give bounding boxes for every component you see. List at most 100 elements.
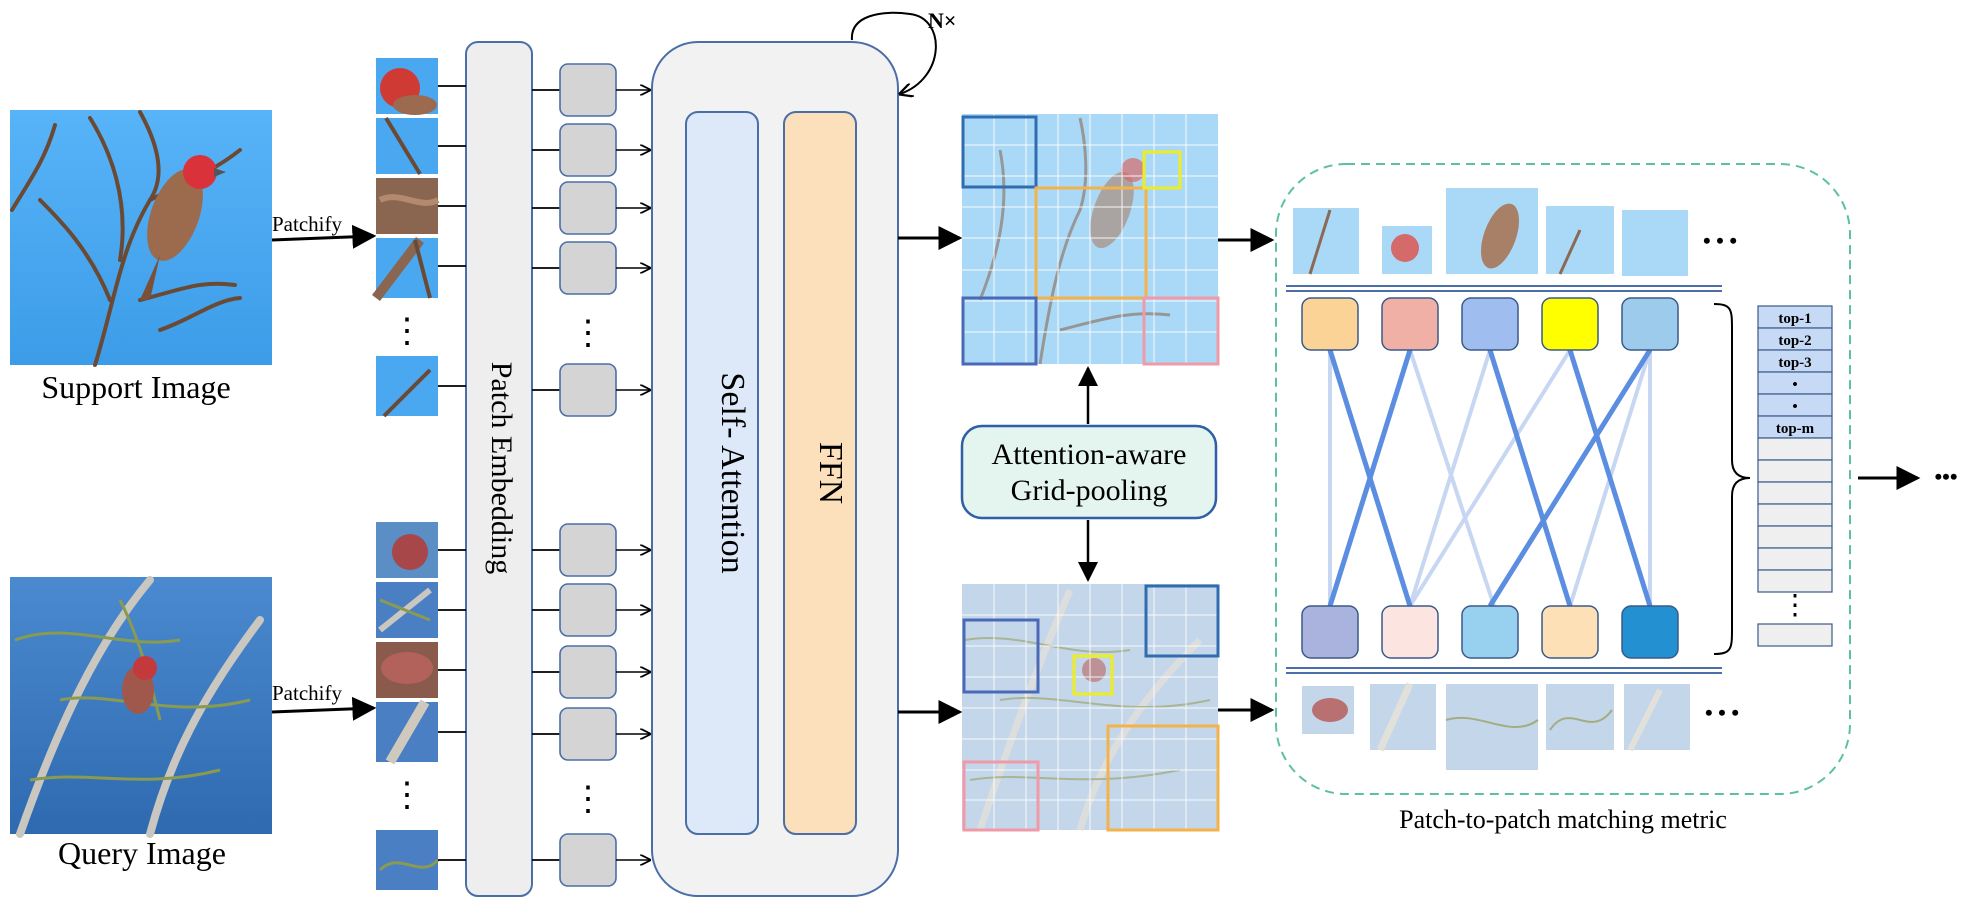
pooled-region-box [961,296,1038,366]
pooled-region-box [961,115,1038,189]
query-node [1541,605,1599,659]
grid-lines [962,114,1218,364]
topk-cell [1757,547,1833,571]
pooled-region-box [1072,654,1114,696]
patchify-label-query: Patchify [272,681,342,705]
patch-thumb [376,522,438,578]
patchify-arrow-support [271,224,377,249]
patch-thumb [372,236,438,302]
topk-cell [1757,481,1833,505]
query-node [1621,605,1679,659]
token [532,123,650,177]
pooled-patch-thumb [1302,686,1354,734]
token-vdots-top: ⋮ [571,315,605,352]
patch-thumb [376,699,438,765]
query-patches-vdots: ⋮ [390,777,424,814]
grid-lines [962,584,1218,830]
topk-list: top-1 top-2 top-3 • • top-m ⋮ [1757,305,1833,647]
pooled-region-box [1142,150,1182,190]
pooled-patch-thumb [1622,210,1688,276]
support-nodes [1301,297,1679,351]
patch-embedding-block: Patch Embedding [465,41,533,897]
pooled-region-box [1034,186,1148,300]
patch-thumb [376,582,438,638]
self-attention-block [685,111,759,835]
topk-cell [1757,623,1833,647]
query-bird-shape [122,656,157,714]
query-patches: ⋮ [376,522,440,890]
query-divider [1286,667,1722,674]
patch-embedding-label: Patch Embedding [485,362,518,574]
query-pooled-patches: • • • [1302,682,1739,770]
topk-cell [1757,525,1833,549]
query-image-label: Query Image [58,835,226,871]
pooled-patch-thumb [1445,684,1539,770]
metric-caption: Patch-to-patch matching metric [1399,805,1727,834]
token-vdots-bottom: ⋮ [571,781,605,818]
pooled-patch-thumb [1382,226,1432,274]
query-image [10,576,272,838]
transformer-block: Self- Attention FFN [651,41,899,897]
support-node [1621,297,1679,351]
token [532,583,650,637]
pooled-patch-thumb [1624,684,1690,752]
token [532,833,650,887]
query-node [1461,605,1519,659]
support-node [1381,297,1439,351]
topk-cell [1757,569,1833,593]
query-nodes [1301,605,1679,659]
topk-item: top-m [1776,421,1815,437]
pooled-patch-thumb [1546,206,1614,275]
token-column: ⋮ ⋮ [532,63,650,887]
patchify-arrow-query [271,696,377,721]
support-image-label: Support Image [41,369,230,405]
repeat-loop: N× [850,8,956,94]
topk-vdots: ⋮ [1781,590,1809,621]
patch-thumb [376,116,438,176]
topk-item: top-3 [1778,355,1811,371]
patch-thumb [376,356,438,418]
token [532,645,650,699]
patch-thumb [376,830,440,890]
pooling-label-line1: Attention-aware [992,438,1187,471]
support-image [10,110,272,367]
self-attention-label: Self- Attention [714,372,751,573]
support-patches-vdots: ⋮ [390,313,424,350]
pooled-region-box [1142,296,1220,366]
patch-thumb [376,58,438,115]
pooled-patch-thumb [1446,188,1538,274]
topk-item: • [1792,399,1797,415]
token [532,63,650,117]
bird-shape [140,155,226,300]
support-node [1461,297,1519,351]
support-patches-ellipsis: • • • [1703,228,1737,253]
repeat-label: N× [928,8,956,33]
support-feature-grid [961,114,1220,366]
similarity-brace [1713,303,1751,655]
patch-thumb [376,642,438,698]
pooled-patch-thumb [1546,684,1614,750]
topk-cell [1757,459,1833,483]
token [532,181,650,235]
token [532,707,650,761]
ffn-label: FFN [812,442,849,504]
query-feature-grid [962,584,1220,832]
support-node [1541,297,1599,351]
topk-item: top-2 [1778,333,1811,349]
attention-aware-grid-pooling: Attention-aware Grid-pooling [960,424,1218,520]
matching-metric-panel: • • • [1275,163,1851,795]
topk-item: top-1 [1778,311,1811,327]
pooled-region-box [1144,584,1220,658]
support-pooled-patches: • • • [1293,188,1737,276]
patch-to-embedding-connectors [438,85,466,861]
topk-item: • [1792,377,1797,393]
token [532,241,650,295]
topk-cell [1757,503,1833,527]
pooled-patch-thumb [1370,682,1436,752]
support-divider [1286,285,1722,292]
support-patches: ⋮ [372,58,440,418]
pooled-patch-thumb [1293,208,1359,275]
query-node [1381,605,1439,659]
output-dots: ••• [1934,464,1957,489]
